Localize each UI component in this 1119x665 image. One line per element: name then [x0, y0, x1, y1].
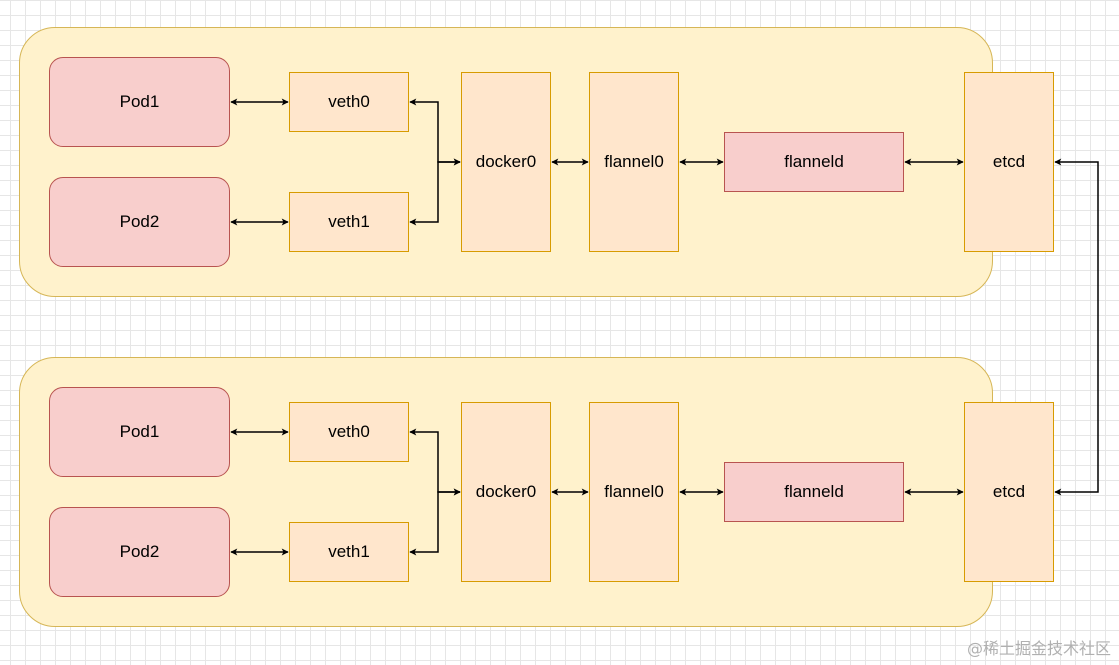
- lower-pod1: Pod1: [49, 387, 230, 477]
- lower-flannel0-label: flannel0: [604, 482, 664, 501]
- lower-pod1-label: Pod1: [119, 422, 160, 441]
- upper-veth0: veth0: [289, 72, 409, 132]
- lower-etcd-label: etcd: [992, 482, 1026, 501]
- lower-veth0-label: veth0: [328, 422, 370, 441]
- upper-pod1: Pod1: [49, 57, 230, 147]
- upper-etcd: etcd: [964, 72, 1054, 252]
- lower-flanneld: flanneld: [724, 462, 904, 522]
- lower-flanneld-label: flanneld: [784, 482, 844, 501]
- upper-veth0-label: veth0: [328, 92, 370, 111]
- upper-docker0: docker0: [461, 72, 551, 252]
- lower-pod2: Pod2: [49, 507, 230, 597]
- upper-flannel0-label: flannel0: [604, 152, 664, 171]
- lower-veth1-label: veth1: [328, 542, 370, 561]
- lower-docker0-label: docker0: [475, 482, 537, 501]
- upper-flanneld: flanneld: [724, 132, 904, 192]
- lower-etcd: etcd: [964, 402, 1054, 582]
- etcd-cluster-link: [1054, 158, 1099, 496]
- upper-pod1-label: Pod1: [119, 92, 160, 111]
- lower-flannel0: flannel0: [589, 402, 679, 582]
- upper-veth1: veth1: [289, 192, 409, 252]
- upper-docker0-label: docker0: [475, 152, 537, 171]
- upper-pod2: Pod2: [49, 177, 230, 267]
- upper-flannel0: flannel0: [589, 72, 679, 252]
- lower-docker0: docker0: [461, 402, 551, 582]
- watermark: @稀土掘金技术社区: [966, 639, 1111, 658]
- lower-veth0: veth0: [289, 402, 409, 462]
- upper-etcd-label: etcd: [992, 152, 1026, 171]
- lower-pod2-label: Pod2: [119, 542, 160, 561]
- upper-pod2-label: Pod2: [119, 212, 160, 231]
- upper-flanneld-label: flanneld: [784, 152, 844, 171]
- lower-veth1: veth1: [289, 522, 409, 582]
- upper-veth1-label: veth1: [328, 212, 370, 231]
